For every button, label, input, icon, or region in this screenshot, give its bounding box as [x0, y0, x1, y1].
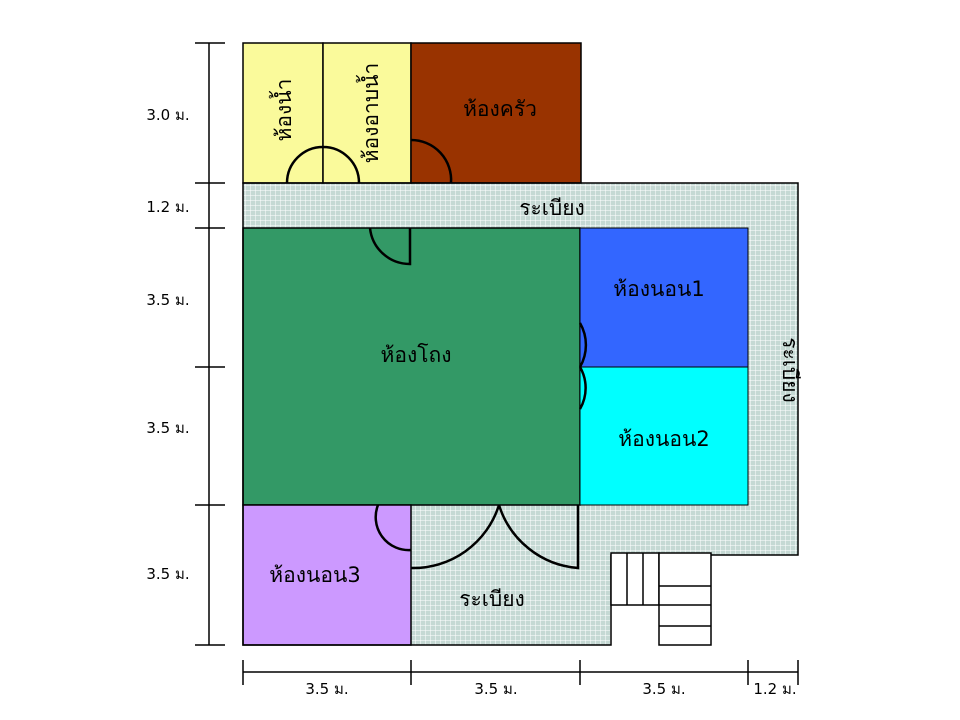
- bathroom-label: ห้องน้ำ: [269, 79, 296, 142]
- left-dim-label-2: 1.2 ม.: [146, 198, 189, 216]
- left-dim-label-4: 3.5 ม.: [146, 419, 189, 437]
- porch-top-label: ระเบียง: [519, 196, 585, 220]
- porch-bottom-left: [411, 505, 611, 645]
- porch-right: [748, 183, 798, 555]
- bottom-dim-label-4: 1.2 ม.: [753, 680, 796, 698]
- washroom-label: ห้องอาบน้ำ: [356, 63, 383, 164]
- left-dim-label-5: 3.5 ม.: [146, 565, 189, 583]
- bathroom-room: [242, 42, 324, 184]
- door-kitchen: [410, 138, 453, 184]
- washroom-room: [322, 42, 412, 184]
- porch-top: [243, 183, 798, 228]
- kitchen-room: [410, 42, 582, 184]
- door-swings: [285, 138, 588, 570]
- porch-right-label: ระเบียง: [778, 337, 802, 403]
- porch-bottom-label: ระเบียง: [459, 587, 525, 611]
- bedroom1-label: ห้องนอน1: [613, 277, 704, 301]
- door-main-right: [497, 504, 580, 570]
- left-dim-label-1: 3.0 ม.: [146, 106, 189, 124]
- bedroom3-room: [242, 504, 412, 646]
- bottom-dim-label-2: 3.5 ม.: [474, 680, 517, 698]
- bedroom2-room: [579, 366, 749, 506]
- door-bedroom1: [578, 322, 588, 368]
- door-main-left: [410, 504, 501, 570]
- door-living-top: [368, 227, 412, 266]
- left-dimension-line: [195, 42, 225, 646]
- bedroom1-room: [579, 227, 749, 368]
- left-dim-label-3: 3.5 ม.: [146, 291, 189, 309]
- bottom-dim-label-3: 3.5 ม.: [642, 680, 685, 698]
- bottom-dimension-line: [242, 660, 799, 685]
- bedroom3-label: ห้องนอน3: [269, 563, 360, 587]
- door-bedroom3: [374, 504, 412, 552]
- stairs: [610, 552, 712, 646]
- living-label: ห้องโถง: [381, 343, 452, 367]
- bottom-dim-label-1: 3.5 ม.: [305, 680, 348, 698]
- living-room: [242, 227, 581, 506]
- door-bathroom: [285, 145, 361, 184]
- bedroom2-label: ห้องนอน2: [618, 427, 709, 451]
- kitchen-label: ห้องครัว: [463, 97, 537, 121]
- door-bedroom2: [578, 366, 587, 410]
